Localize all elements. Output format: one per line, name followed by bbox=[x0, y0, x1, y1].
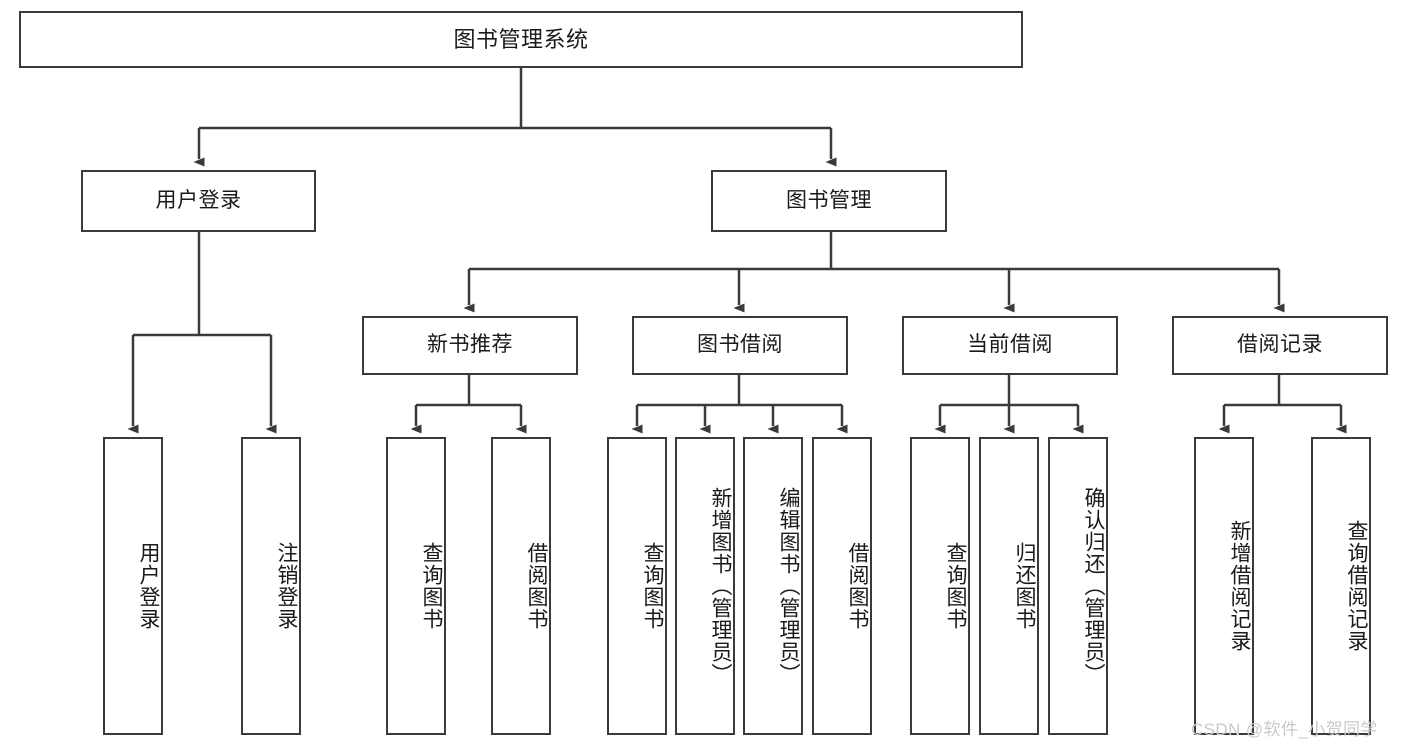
leaf-user-login[interactable]: 用户登录 bbox=[103, 437, 163, 735]
leaf-query-book-2[interactable]: 查询图书 bbox=[607, 437, 667, 735]
leaf-logout[interactable]: 注销登录 bbox=[241, 437, 301, 735]
node-new-book-rec[interactable]: 新书推荐 bbox=[362, 316, 578, 375]
leaf-return-book[interactable]: 归还图书 bbox=[979, 437, 1039, 735]
leaf-add-book[interactable]: 新增图书（管理员） bbox=[675, 437, 735, 735]
leaf-edit-book[interactable]: 编辑图书（管理员） bbox=[743, 437, 803, 735]
leaf-query-book-3[interactable]: 查询图书 bbox=[910, 437, 970, 735]
node-user-login[interactable]: 用户登录 bbox=[81, 170, 316, 232]
leaf-borrow-book-2[interactable]: 借阅图书 bbox=[812, 437, 872, 735]
node-borrow-record[interactable]: 借阅记录 bbox=[1172, 316, 1388, 375]
leaf-query-book-1[interactable]: 查询图书 bbox=[386, 437, 446, 735]
node-root[interactable]: 图书管理系统 bbox=[19, 11, 1023, 68]
leaf-query-record[interactable]: 查询借阅记录 bbox=[1311, 437, 1371, 735]
node-book-borrow[interactable]: 图书借阅 bbox=[632, 316, 848, 375]
csdn-watermark: CSDN @软件_小贺同学 bbox=[1191, 720, 1378, 739]
node-book-manage[interactable]: 图书管理 bbox=[711, 170, 947, 232]
leaf-confirm-return[interactable]: 确认归还（管理员） bbox=[1048, 437, 1108, 735]
node-current-borrow[interactable]: 当前借阅 bbox=[902, 316, 1118, 375]
leaf-borrow-book-1[interactable]: 借阅图书 bbox=[491, 437, 551, 735]
leaf-add-record[interactable]: 新增借阅记录 bbox=[1194, 437, 1254, 735]
